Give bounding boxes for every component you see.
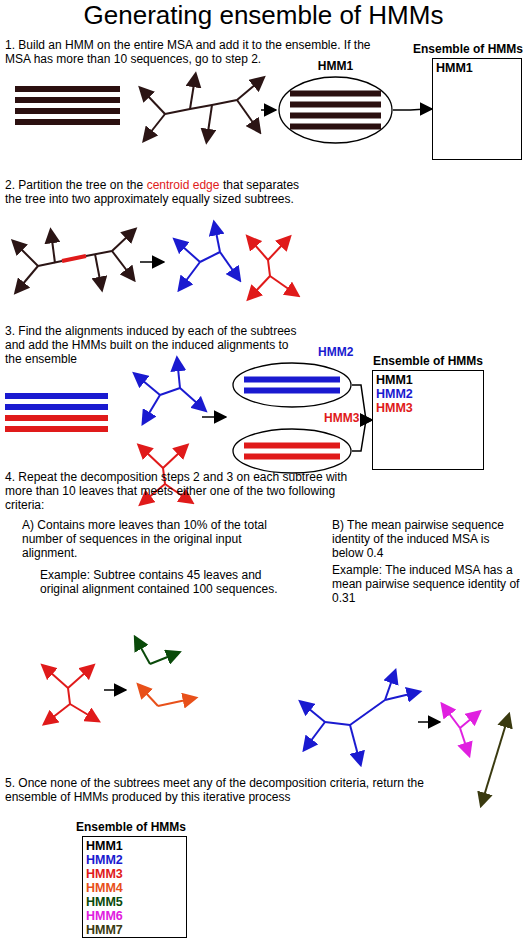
hmm-entry: HMM7 (86, 923, 183, 937)
ensemble-box: Ensemble of HMMsHMM1 (432, 58, 522, 160)
step-text: 4. Repeat the decomposition steps 2 and … (5, 470, 375, 512)
ellipse-outline (232, 428, 352, 474)
hmm-entry: HMM1 (86, 839, 183, 853)
hmm-label: HMM3 (324, 411, 359, 425)
step-text: Example: Subtree contains 45 leaves and … (40, 568, 295, 596)
ensemble-box: Ensemble of HMMsHMM1HMM2HMM3HMM4HMM5HMM6… (82, 836, 187, 938)
hmm-entry: HMM4 (86, 881, 183, 895)
ensemble-heading: Ensemble of HMMs (413, 42, 523, 56)
hmm-entry: HMM3 (376, 401, 480, 415)
step-text-group: 2. Partition the tree on the centroid edg… (5, 178, 305, 206)
hmm-ellipse: HMM1 (278, 76, 393, 144)
hmm-entry: HMM3 (86, 867, 183, 881)
highlight-term: centroid edge (147, 178, 220, 192)
ellipse-outline (232, 362, 352, 408)
hmm-entry: HMM6 (86, 909, 183, 923)
hmm-ellipse: HMM3 (232, 428, 352, 474)
hmm-ellipse: HMM2 (232, 362, 352, 408)
hmm-label: HMM2 (318, 345, 353, 359)
step-text: 3. Find the alignments induced by each o… (5, 324, 297, 366)
diagram-title: Generating ensemble of HMMs (0, 0, 527, 30)
arrow-connector (393, 109, 432, 110)
hmm-label: HMM1 (318, 59, 353, 73)
hmm-entry: HMM1 (436, 61, 518, 75)
step-text: Example: The induced MSA has a mean pair… (332, 563, 522, 605)
hmm-entry: HMM2 (86, 853, 183, 867)
step-text: 2. Partition the tree on the (5, 178, 143, 192)
step-text: 5. Once none of the subtrees meet any of… (5, 776, 445, 804)
ellipse-outline (278, 76, 393, 144)
ensemble-box: Ensemble of HMMsHMM1HMM2HMM3 (372, 370, 484, 470)
step-text: A) Contains more leaves than 10% of the … (22, 518, 297, 560)
hmm-entry: HMM1 (376, 373, 480, 387)
hmm-entry: HMM2 (376, 387, 480, 401)
hmm-entry: HMM5 (86, 895, 183, 909)
step-text: B) The mean pairwise sequence identity o… (332, 518, 522, 560)
ensemble-heading: Ensemble of HMMs (373, 354, 483, 368)
ensemble-heading: Ensemble of HMMs (76, 820, 186, 834)
